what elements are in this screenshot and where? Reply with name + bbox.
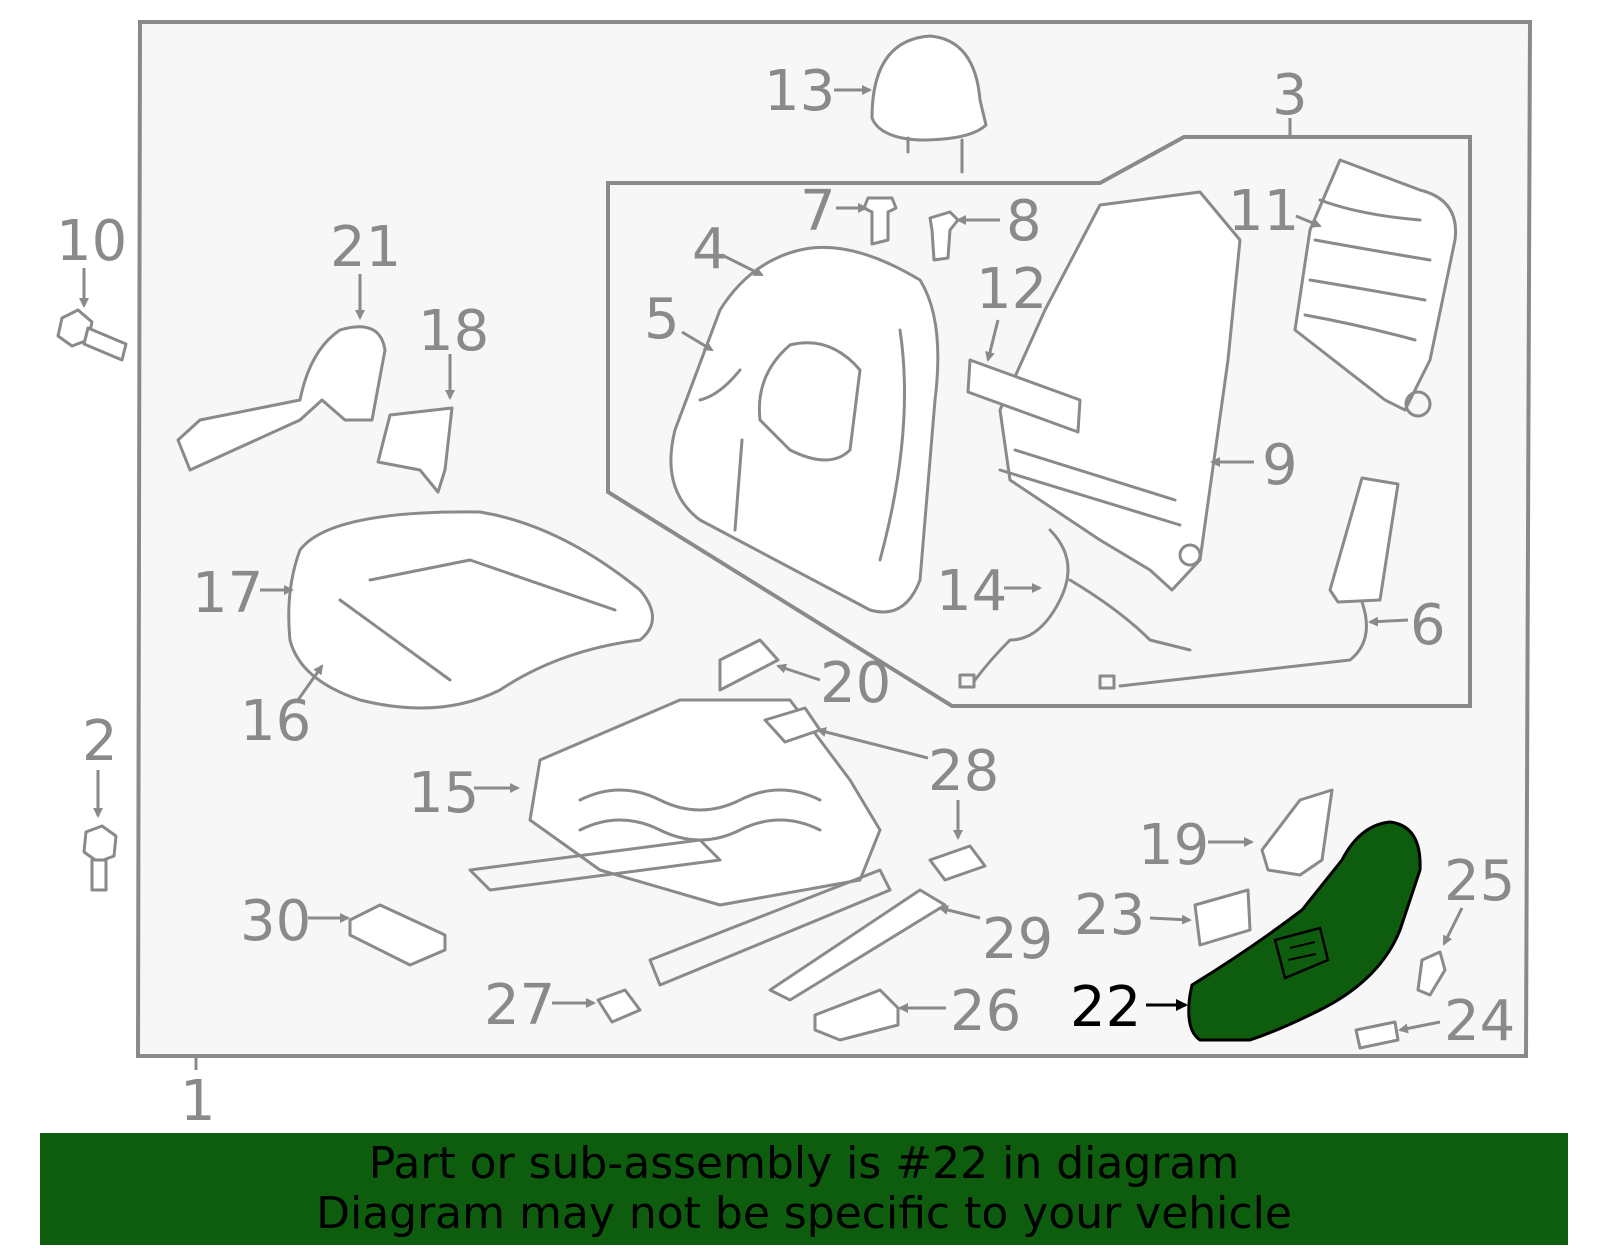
clip-27-part xyxy=(596,988,642,1024)
callout-9: 9 xyxy=(1262,433,1298,498)
callout-26: 26 xyxy=(950,979,1021,1044)
seatback-cover-part xyxy=(669,245,940,614)
bolt-2-part xyxy=(82,824,118,892)
leader-23 xyxy=(1149,914,1192,925)
leader-5 xyxy=(681,330,714,352)
bracket-12-part xyxy=(966,358,1082,434)
callout-16: 16 xyxy=(240,689,311,754)
seat-cushion-part xyxy=(287,510,654,710)
leader-12 xyxy=(985,319,1000,362)
leader-25 xyxy=(1442,907,1464,946)
spring-mat-part xyxy=(1293,158,1458,418)
callout-17: 17 xyxy=(192,561,263,626)
callout-12: 12 xyxy=(976,257,1047,322)
banner-line-1: Part or sub-assembly is #22 in diagram xyxy=(368,1138,1240,1189)
callout-11: 11 xyxy=(1228,179,1299,244)
callout-6: 6 xyxy=(1410,593,1446,658)
leader-28a xyxy=(816,727,929,760)
callout-7: 7 xyxy=(800,179,836,244)
airbag-module-part xyxy=(1098,476,1400,690)
callout-8: 8 xyxy=(1006,189,1042,254)
headrest-part xyxy=(870,34,988,174)
callout-21: 21 xyxy=(330,215,401,280)
callout-24: 24 xyxy=(1444,989,1515,1054)
callout-18: 18 xyxy=(418,299,489,364)
side-shield-22-part xyxy=(1187,820,1422,1042)
callout-3: 3 xyxy=(1272,63,1308,128)
wiring-harness-part xyxy=(958,528,1192,689)
callout-13: 13 xyxy=(764,59,835,124)
leader-24 xyxy=(1398,1020,1441,1034)
part-info-banner: Part or sub-assembly is #22 in diagram D… xyxy=(40,1133,1568,1245)
leader-29 xyxy=(938,905,981,920)
leader-11 xyxy=(1295,214,1322,228)
rail-cover-29-part xyxy=(768,888,947,1002)
leader-4 xyxy=(721,253,764,277)
knob-23-part xyxy=(1193,888,1252,947)
callout-5: 5 xyxy=(644,287,680,352)
callout-22: 22 xyxy=(1070,975,1141,1040)
switch-26-part xyxy=(813,988,900,1042)
callout-30: 30 xyxy=(240,889,311,954)
callout-14: 14 xyxy=(936,559,1007,624)
callout-19: 19 xyxy=(1138,813,1209,878)
callout-4: 4 xyxy=(692,217,728,282)
bracket-19-part xyxy=(1260,788,1334,877)
cap-24-part xyxy=(1354,1020,1400,1050)
module-30-part xyxy=(348,903,447,967)
shield-21-part xyxy=(176,325,387,472)
bolt-10-part xyxy=(56,308,128,362)
leader-6 xyxy=(1368,616,1409,627)
cushion-frame-part xyxy=(468,698,892,987)
leader-16 xyxy=(296,664,324,701)
cap-25-part xyxy=(1416,950,1447,997)
bracket-20-part xyxy=(718,638,780,692)
callout-23: 23 xyxy=(1074,883,1145,948)
callout-1: 1 xyxy=(180,1069,216,1134)
callout-10: 10 xyxy=(56,209,127,274)
clip-8-part xyxy=(928,210,960,262)
callout-27: 27 xyxy=(484,973,555,1038)
trim-18-part xyxy=(376,406,454,494)
seatback-subassembly-box xyxy=(606,135,1472,708)
cover-28b-part xyxy=(928,844,987,882)
callout-25: 25 xyxy=(1444,849,1515,914)
callout-28: 28 xyxy=(928,739,999,804)
callout-15: 15 xyxy=(408,761,479,826)
leader-20 xyxy=(776,663,821,682)
callout-20: 20 xyxy=(820,651,891,716)
callout-2: 2 xyxy=(82,709,118,774)
callout-29: 29 xyxy=(982,907,1053,972)
banner-line-2: Diagram may not be specific to your vehi… xyxy=(316,1188,1292,1239)
